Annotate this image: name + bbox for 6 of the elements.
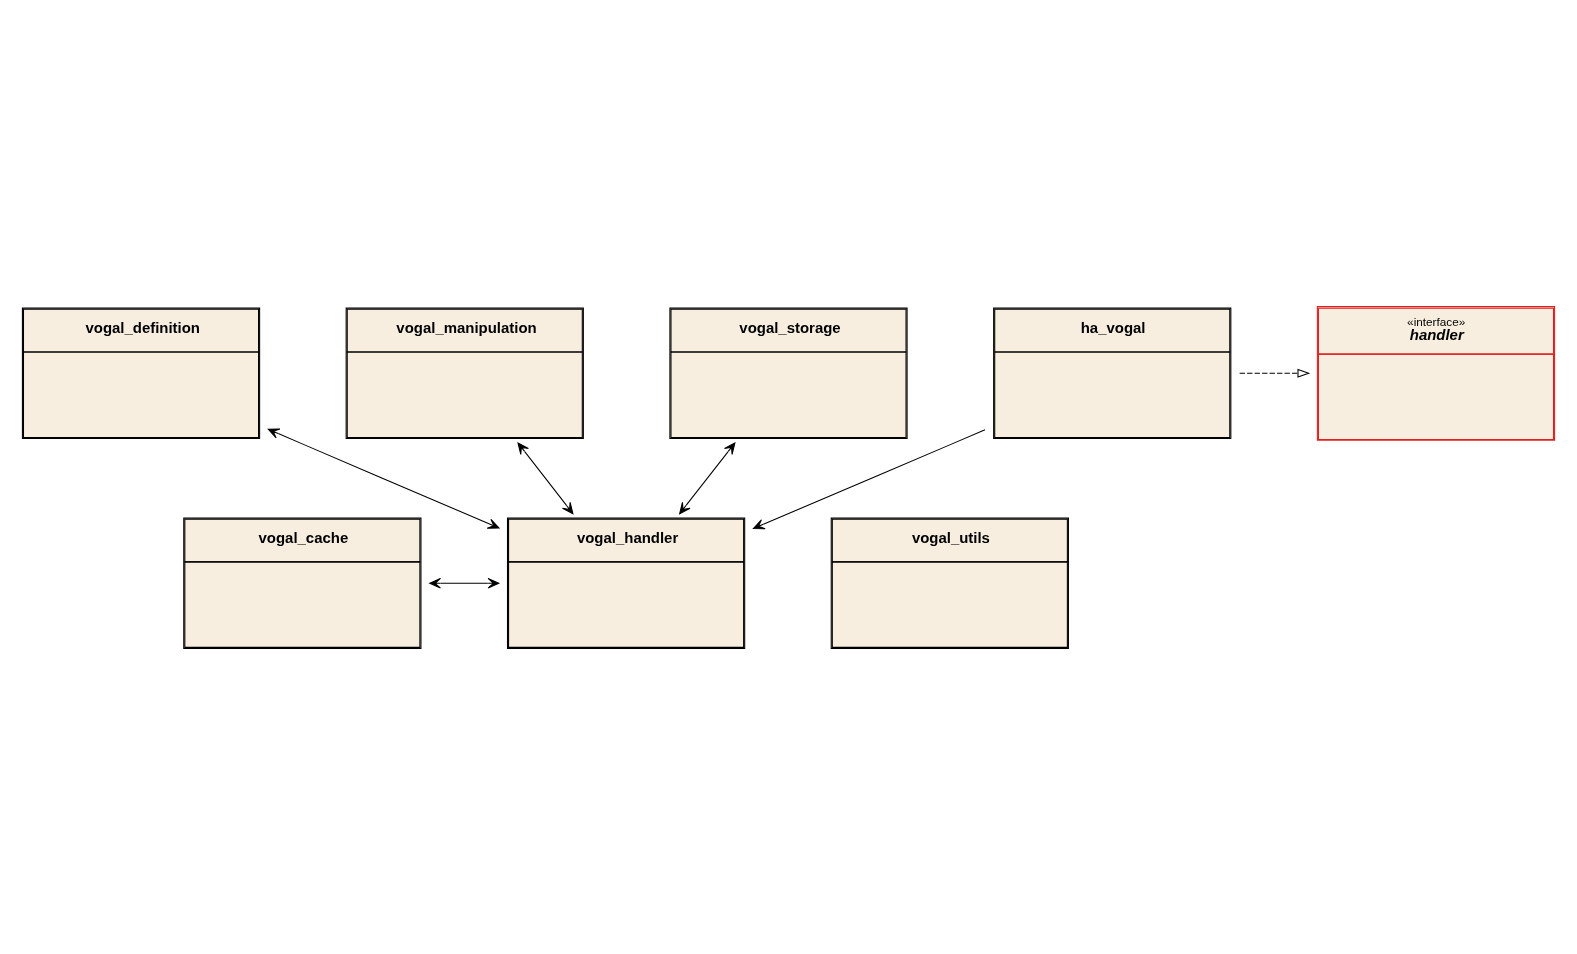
arrow (679, 442, 736, 514)
arrow (1239, 368, 1311, 378)
arrow (752, 428, 986, 529)
arrow (517, 442, 574, 514)
arrow (429, 577, 500, 589)
arrow (267, 428, 500, 529)
